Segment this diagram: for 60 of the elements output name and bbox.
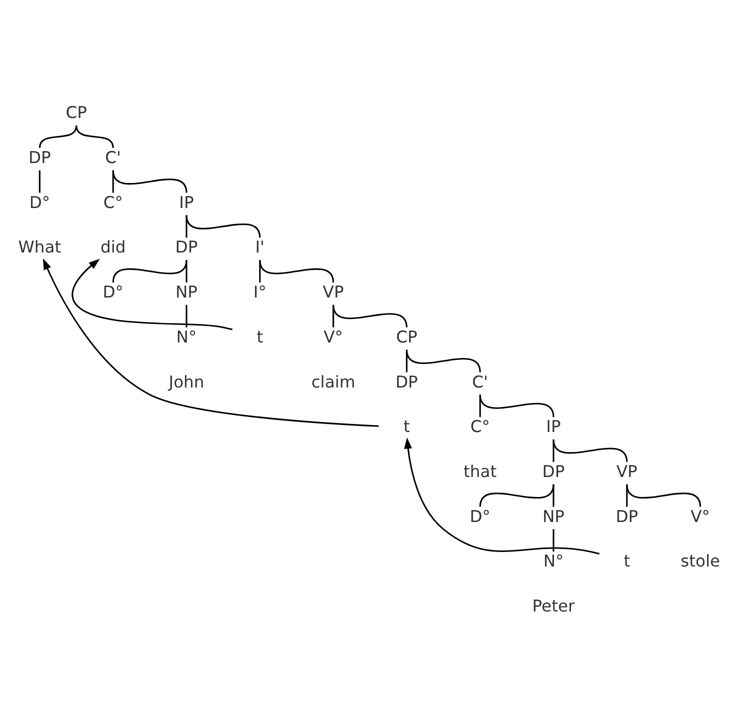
connector — [186, 214, 261, 238]
connector — [552, 528, 554, 552]
node-text: John — [168, 372, 204, 391]
node-text: C° — [103, 192, 123, 212]
connector — [552, 484, 554, 506]
node-text: CP — [66, 102, 88, 122]
node-text: stole — [680, 551, 720, 570]
connector — [112, 170, 188, 192]
node-text: DP — [28, 148, 51, 167]
connector — [186, 304, 188, 327]
connector — [552, 439, 554, 462]
connector — [479, 484, 554, 506]
connector — [186, 214, 188, 238]
node-text: did — [100, 237, 126, 256]
node-text: N° — [543, 551, 564, 570]
node-text: DP — [396, 372, 418, 391]
node-text: NP — [175, 282, 198, 302]
connector — [626, 484, 702, 506]
node-text: IP — [179, 192, 194, 212]
node-text: D° — [470, 506, 490, 526]
connector — [38, 124, 78, 148]
node-text: D° — [102, 282, 124, 302]
connector — [406, 349, 481, 372]
node-text: VP — [616, 462, 638, 481]
node-text: C' — [472, 372, 488, 391]
node-text: t — [256, 326, 264, 346]
node-text: I° — [253, 282, 266, 302]
connector — [332, 304, 408, 328]
node-text: C° — [470, 416, 490, 436]
connector — [552, 438, 628, 462]
node-text: I' — [255, 237, 265, 256]
node-text: D° — [29, 192, 50, 212]
connector — [259, 259, 334, 282]
node-text: claim — [311, 372, 356, 391]
connector — [186, 260, 188, 282]
node-text: that — [464, 462, 497, 481]
node-text: CP — [396, 326, 418, 346]
arrow — [42, 258, 379, 426]
node-text: Peter — [532, 596, 575, 616]
connector — [38, 170, 40, 192]
node-text: DP — [175, 237, 198, 256]
node-text: t — [404, 416, 410, 436]
node-text: V° — [324, 326, 343, 346]
node-text: t — [624, 551, 630, 570]
connector — [76, 124, 114, 148]
connector — [259, 260, 261, 282]
node-text: NP — [542, 506, 565, 526]
node-text: What — [18, 237, 62, 256]
connector — [479, 394, 554, 417]
node-text: VP — [322, 282, 344, 302]
node-text: N° — [176, 326, 197, 346]
arrow — [404, 436, 600, 554]
node-text: DP — [616, 506, 638, 526]
node-text: IP — [546, 416, 561, 436]
arrow — [72, 258, 233, 330]
connector — [626, 484, 628, 506]
node-text: C' — [105, 148, 122, 167]
node-text: V° — [690, 506, 710, 526]
node-text: DP — [542, 462, 565, 481]
connector — [112, 259, 188, 282]
